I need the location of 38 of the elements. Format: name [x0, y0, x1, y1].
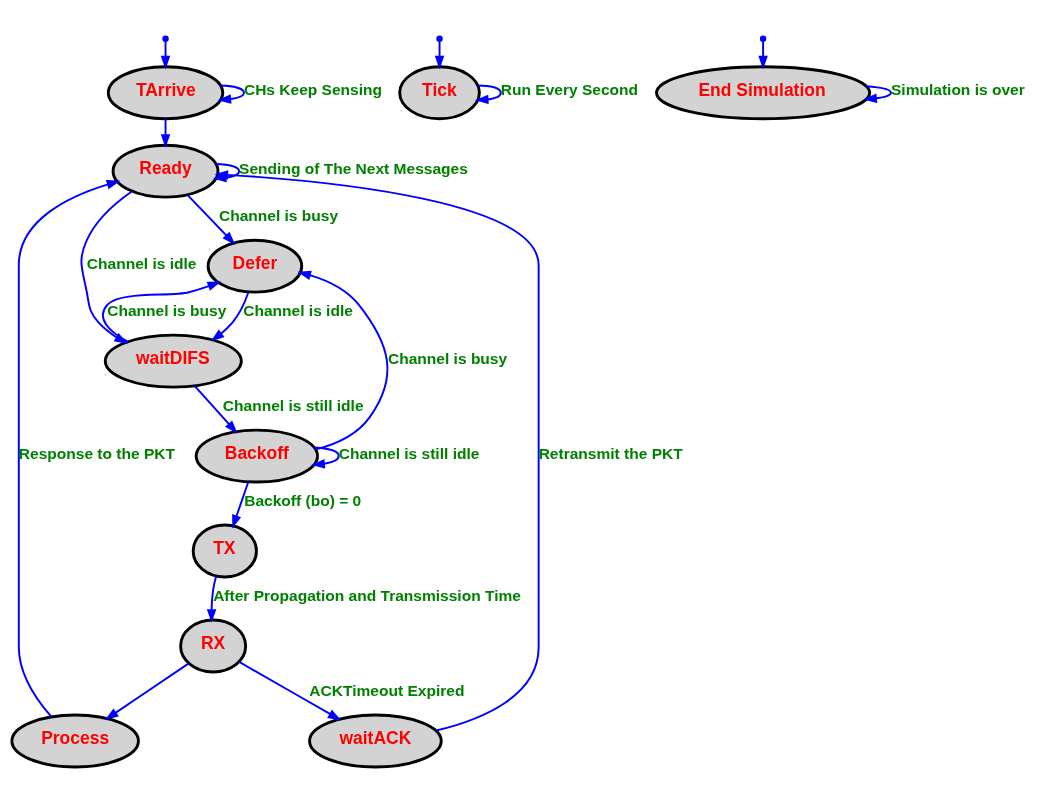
arrow: [206, 575, 218, 623]
edge-label: Channel is idle: [243, 301, 353, 319]
edge-label: After Propagation and Transmission Time: [213, 586, 521, 604]
edge-label: Channel is idle: [86, 254, 197, 272]
edge-label: Channel is still idle: [222, 396, 364, 414]
edge-label: CHs Keep Sensing: [243, 80, 383, 98]
edge-label: Run Every Second: [500, 80, 639, 98]
arrow: [17, 179, 121, 718]
edge-label: Channel is busy: [107, 301, 227, 319]
edge-label: Backoff (bo) = 0: [244, 491, 362, 509]
edge-label: Sending of The Next Messages: [239, 159, 468, 177]
arrow: [297, 270, 389, 450]
node-ellipse: Process: [10, 713, 140, 768]
node-ellipse: Backoff: [194, 428, 319, 484]
node-ellipse: Tick: [398, 64, 481, 120]
arrow: [186, 193, 236, 245]
arrow: [434, 39, 445, 69]
arrow: [863, 84, 892, 103]
node-ellipse: Ready: [111, 143, 220, 199]
arrow: [104, 661, 190, 720]
node-ellipse: End Simulation: [655, 64, 872, 120]
edge-label: Channel is busy: [388, 349, 508, 367]
arrow: [238, 660, 342, 720]
arrow: [217, 84, 245, 104]
edge-label: Channel is still idle: [338, 444, 480, 462]
arrow: [474, 83, 502, 104]
arrow: [193, 384, 238, 434]
edge-label: ACKTimeout Expired: [309, 681, 465, 699]
node-ellipse: TArrive: [106, 64, 225, 120]
node-ellipse: RX: [179, 618, 248, 673]
arrow: [210, 290, 250, 341]
arrow: [758, 39, 768, 69]
node-ellipse: TX: [191, 523, 258, 578]
edge-label: Simulation is over: [890, 80, 1025, 98]
edge-label: Channel is busy: [218, 206, 339, 224]
node-ellipse: waitACK: [308, 713, 443, 768]
arrow: [232, 480, 250, 528]
arrow: [311, 446, 340, 468]
